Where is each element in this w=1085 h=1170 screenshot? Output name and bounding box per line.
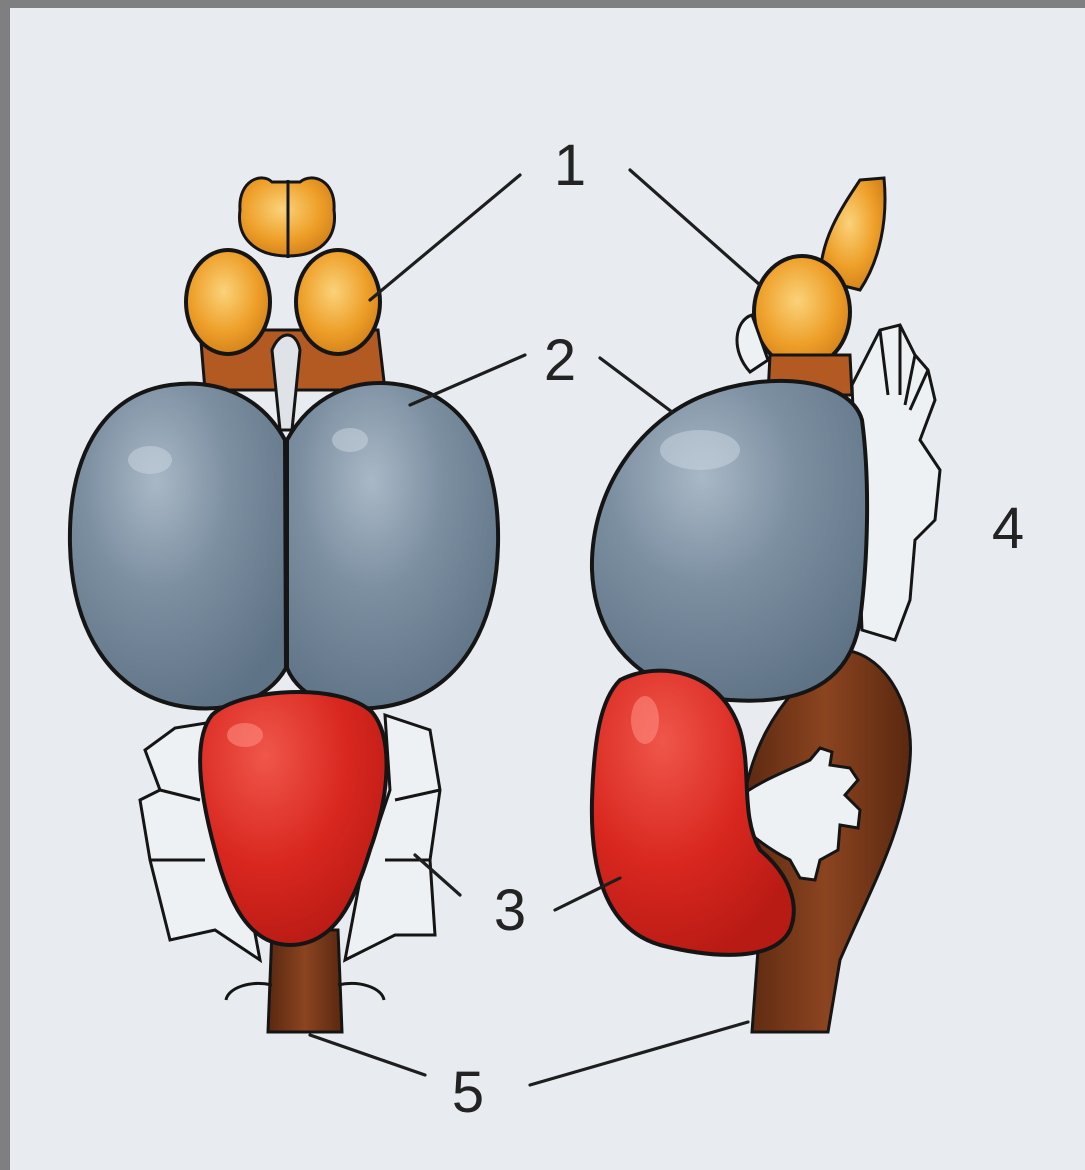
left-hemisphere-highlight-a — [128, 446, 172, 474]
left-olfactory-lobe-right — [296, 250, 380, 354]
right-cerebellum-highlight — [631, 696, 659, 744]
label-5: 5 — [452, 1060, 484, 1125]
left-olfactory-lobe-left — [186, 250, 270, 354]
label-4: 4 — [992, 496, 1024, 561]
right-olfactory-lobe — [754, 256, 850, 368]
left-hemisphere-highlight-b — [332, 428, 368, 452]
left-cerebellum-highlight — [227, 723, 263, 747]
label-1: 1 — [554, 133, 586, 198]
label-3: 3 — [494, 878, 526, 943]
label-2: 2 — [544, 328, 576, 393]
right-hemisphere-highlight — [660, 430, 740, 470]
